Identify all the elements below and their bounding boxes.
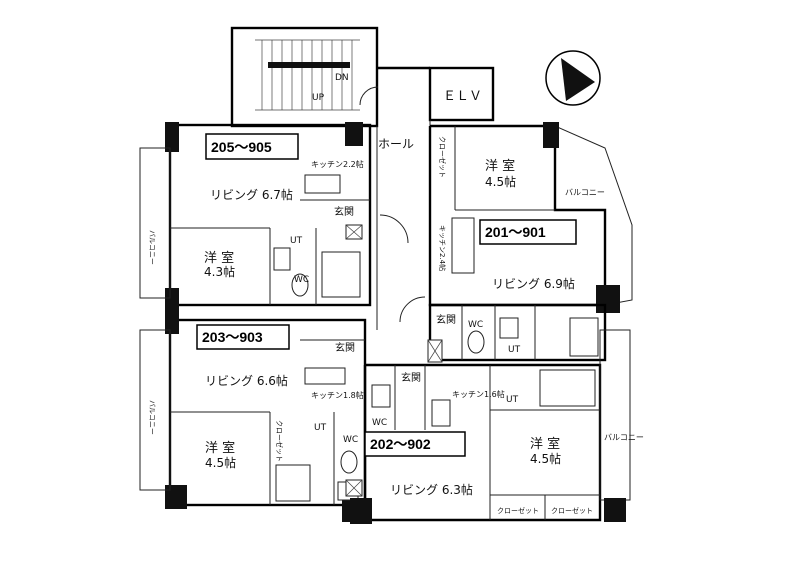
unit-202-utility: UT — [506, 395, 519, 405]
left-balconies — [139, 147, 171, 491]
unit-202-closet-1: クローゼット — [497, 506, 539, 515]
unit-205-living: リビング 6.7帖 — [210, 187, 293, 202]
hall-label: ホール — [378, 137, 414, 151]
unit-201-number: 201～901 — [485, 224, 546, 240]
elevator: ＥＬＶ — [428, 66, 495, 122]
unit-201-balcony: バルコニー — [565, 188, 605, 197]
compass-north-arrow-icon — [545, 50, 601, 106]
pipe-shafts — [345, 224, 443, 497]
unit-205-toilet: WC — [294, 275, 309, 285]
unit-202-entrance: 玄関 — [401, 371, 421, 384]
unit-203-entrance: 玄関 — [335, 341, 355, 354]
unit-203-western-room: 洋 室 — [205, 440, 235, 456]
unit-202-western-size: 4.5帖 — [530, 451, 561, 466]
unit-205: 205～905 キッチン2.2帖 リビング 6.7帖 洋 室 4.3帖 玄関 U… — [148, 122, 372, 312]
unit-201-western-size: 4.5帖 — [485, 174, 516, 189]
stair-core: DN UP — [230, 26, 379, 128]
unit-202-closet-2: クローゼット — [551, 506, 593, 515]
unit-205-western-size: 4.3帖 — [204, 264, 235, 279]
stair-down-mark: DN — [335, 73, 349, 83]
unit-201-kitchen: キッチン2.4帖 — [438, 225, 447, 271]
unit-202: 202～902 玄関 WC キッチン1.6帖 UT 洋 室 4.5帖 リビング … — [350, 329, 644, 524]
unit-201: 201～901 洋 室 4.5帖 クローゼット キッチン2.4帖 リビング 6.… — [428, 122, 633, 313]
unit-205-balcony: バルコニー — [148, 230, 156, 265]
unit-203: 203～903 玄関 リビング 6.6帖 キッチン1.8帖 洋 室 4.5帖 U… — [148, 310, 367, 522]
elevator-label: ＥＬＶ — [443, 89, 482, 104]
unit-203-closet: クローゼット — [275, 420, 284, 462]
unit-203-kitchen: キッチン1.8帖 — [311, 390, 364, 400]
unit-202-number: 202～902 — [370, 436, 431, 452]
unit-202-toilet: WC — [372, 418, 387, 428]
unit-203-utility: UT — [314, 423, 327, 433]
unit-205-entrance: 玄関 — [334, 205, 354, 218]
unit-201-toilet: WC — [468, 320, 483, 330]
unit-205-utility: UT — [290, 236, 303, 246]
unit-205-western-room: 洋 室 — [204, 250, 234, 266]
unit-202-balcony: バルコニー — [604, 433, 644, 442]
unit-201-utility: UT — [508, 345, 521, 355]
stair-up-mark: UP — [312, 93, 325, 103]
unit-201-entrance: 玄関 — [436, 313, 456, 326]
unit-202-living: リビング 6.3帖 — [390, 482, 473, 497]
unit-203-toilet: WC — [343, 435, 358, 445]
unit-203-living: リビング 6.6帖 — [205, 373, 288, 388]
unit-203-western-size: 4.5帖 — [205, 455, 236, 470]
unit-202-western-room: 洋 室 — [530, 436, 560, 452]
unit-203-number: 203～903 — [202, 329, 263, 345]
unit-203-balcony: バルコニー — [148, 400, 156, 435]
unit-201-western-room: 洋 室 — [485, 158, 515, 174]
hall: ホール — [376, 66, 431, 330]
unit-201-bath: 玄関 WC UT — [428, 303, 607, 362]
unit-205-number: 205～905 — [211, 139, 272, 155]
unit-205-kitchen: キッチン2.2帖 — [311, 159, 364, 169]
unit-201-closet: クローゼット — [438, 136, 447, 178]
unit-202-kitchen: キッチン1.6帖 — [452, 389, 505, 399]
unit-201-living: リビング 6.9帖 — [492, 276, 575, 291]
